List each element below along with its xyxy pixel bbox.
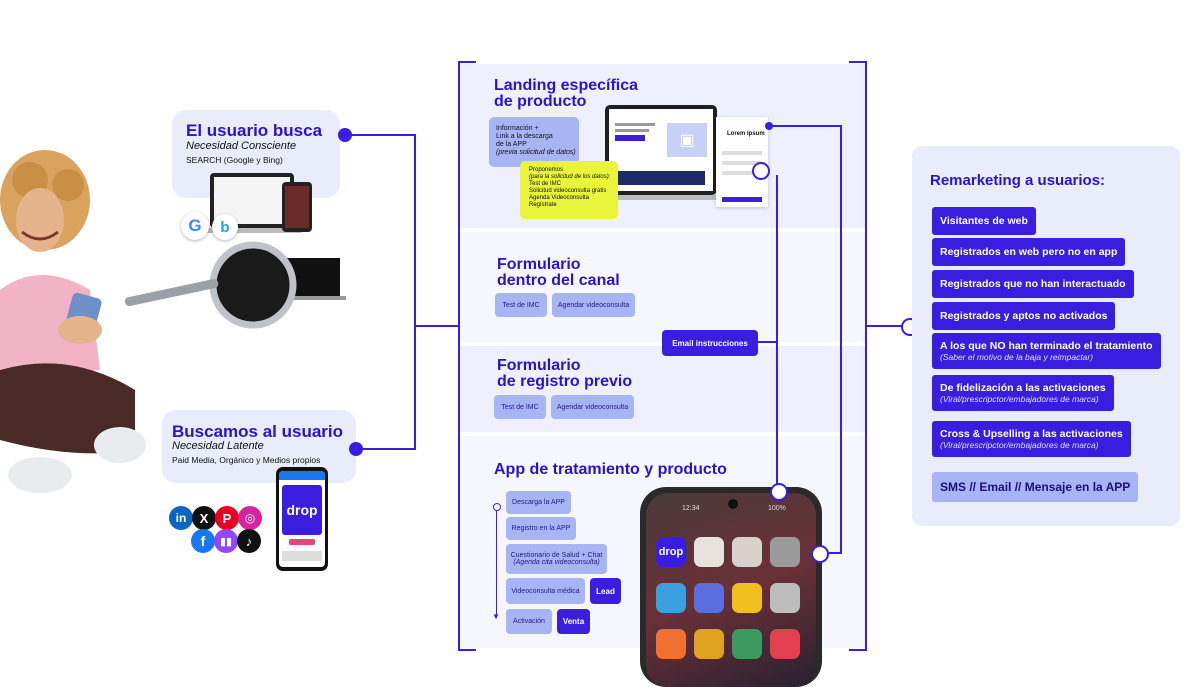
connector-ring-app xyxy=(811,545,829,563)
proponemos-item-3: Agenda Videoconsulta xyxy=(529,195,589,201)
remarketing-item-6: De fidelización a las activaciones(Viral… xyxy=(932,375,1114,411)
form-canal-title-1: Formulario xyxy=(497,256,581,273)
search-devices-illustration xyxy=(122,170,347,350)
arrow-down-icon: ▼ xyxy=(492,612,500,621)
x-icon: X xyxy=(192,506,216,530)
remarketing-item-7: Cross & Upselling a las activaciones(Vir… xyxy=(932,421,1131,457)
proponemos-box: Proponemos (para la solicitud de los dat… xyxy=(520,161,618,219)
connector-dot-top xyxy=(338,128,352,142)
health-app-icon xyxy=(770,629,800,659)
buscamos-subtitle: Necesidad Latente xyxy=(172,440,264,452)
connector-dot-bottom xyxy=(349,442,363,456)
info-line-3: de la APP xyxy=(496,141,527,148)
app-title: App de tratamiento y producto xyxy=(494,461,727,478)
app-step-cuestionario-note: (Agenda cita videoconsulta) xyxy=(513,559,600,566)
proponemos-title: Proponemos xyxy=(529,167,564,173)
settings-app-icon xyxy=(770,537,800,567)
form-registro-agendar-button[interactable]: Agendar videoconsulta xyxy=(551,395,634,419)
proponemos-item-1: Test de IMC xyxy=(529,181,562,187)
info-line-1: Información + xyxy=(496,125,539,132)
photos-app-icon xyxy=(694,537,724,567)
email-instrucciones: Email instrucciones xyxy=(662,330,758,356)
phone-app-grid: drop xyxy=(656,537,806,677)
connector-ring-landing xyxy=(752,162,770,180)
landing-laptop-mock: ▣ xyxy=(605,105,717,195)
image-placeholder-icon: ▣ xyxy=(667,123,707,157)
facebook-ad-phone: drop xyxy=(276,467,328,571)
form-registro-title-1: Formulario xyxy=(497,357,581,374)
proponemos-item-4: Regístrate xyxy=(529,202,557,208)
section-form-canal xyxy=(460,232,865,342)
phone-battery: 100% xyxy=(768,505,786,512)
form-canal-agendar-button[interactable]: Agendar videoconsulta xyxy=(552,293,635,317)
form-canal-title-2: dentro del canal xyxy=(497,272,620,289)
google-icon: G xyxy=(181,212,209,240)
remarketing-item-2: Registrados en web pero no en app xyxy=(932,238,1126,266)
form-mock-title: Lorem Ipsum xyxy=(727,131,765,137)
connector-ring-phone xyxy=(770,483,788,501)
phone-time: 12:34 xyxy=(682,505,700,512)
drop-logo: drop xyxy=(282,485,322,535)
app-step-cuestionario-label: Cuestionario de Salud + Chat xyxy=(510,552,603,559)
contacts-app-icon xyxy=(694,583,724,613)
remarketing-title: Remarketing a usuarios: xyxy=(930,172,1106,189)
tiktok-icon: ♪ xyxy=(237,529,261,553)
info-italic: (previa solicitud de datos) xyxy=(496,149,576,156)
facebook-icon: f xyxy=(191,529,215,553)
music-app-icon xyxy=(656,629,686,659)
person-illustration xyxy=(0,140,150,510)
bing-icon: b xyxy=(212,214,238,240)
transit-app-icon xyxy=(732,629,762,659)
landing-title-1: Landing específica xyxy=(494,77,639,94)
form-registro-imc-button[interactable]: Test de IMC xyxy=(494,395,546,419)
camera-app-icon xyxy=(732,583,762,613)
app-step-descarga: Descarga la APP xyxy=(506,491,571,514)
usuario-busca-subtitle: Necesidad Consciente xyxy=(186,140,297,152)
remarketing-item-3: Registrados que no han interactuado xyxy=(932,270,1134,298)
info-box: Información + Link a la descarga de la A… xyxy=(489,117,579,167)
landing-form-mock: Lorem Ipsum xyxy=(716,117,768,207)
usuario-busca-detail: SEARCH (Google y Bing) xyxy=(186,155,283,165)
clock-app-icon xyxy=(770,583,800,613)
buscamos-detail: Paid Media, Orgánico y Medios propios xyxy=(172,455,321,465)
lead-badge: Lead xyxy=(590,578,621,604)
form-canal-imc-button[interactable]: Test de IMC xyxy=(495,293,547,317)
video-app-icon xyxy=(694,629,724,659)
calendar-app-icon xyxy=(732,537,762,567)
proponemos-italic: (para la solicitud de los datos): xyxy=(529,174,611,180)
remarketing-item-1: Visitantes de web xyxy=(932,207,1036,235)
venta-badge: Venta xyxy=(557,609,590,634)
drop-app-icon: drop xyxy=(656,537,686,567)
usuario-busca-title: El usuario busca xyxy=(186,121,323,140)
buscamos-title: Buscamos al usuario xyxy=(172,422,344,441)
remarketing-channels: SMS // Email // Mensaje en la APP xyxy=(932,472,1139,502)
remarketing-item-4: Registrados y aptos no activados xyxy=(932,302,1116,330)
app-step-activacion: Activación xyxy=(506,609,552,634)
app-step-registro: Registro en la APP xyxy=(506,517,576,540)
remarketing-item-5: A los que NO han terminado el tratamient… xyxy=(932,333,1161,369)
landing-title-2: de producto xyxy=(494,93,587,110)
weather-app-icon xyxy=(656,583,686,613)
buscamos-usuario-card: Buscamos al usuario Necesidad Latente Pa… xyxy=(162,410,356,483)
twitch-icon: ▮▮ xyxy=(214,529,238,553)
linkedin-icon: in xyxy=(169,506,193,530)
pinterest-icon: P xyxy=(215,506,239,530)
instagram-icon: ◎ xyxy=(238,506,262,530)
info-line-2: Link a la descarga xyxy=(496,133,553,140)
app-step-cuestionario: Cuestionario de Salud + Chat (Agenda cit… xyxy=(506,544,607,574)
app-step-videoconsulta: Videoconsulta médica xyxy=(506,578,585,604)
form-registro-title-2: de registro previo xyxy=(497,373,633,390)
proponemos-item-2: Solicitud videoconsulta gratis xyxy=(529,188,607,194)
